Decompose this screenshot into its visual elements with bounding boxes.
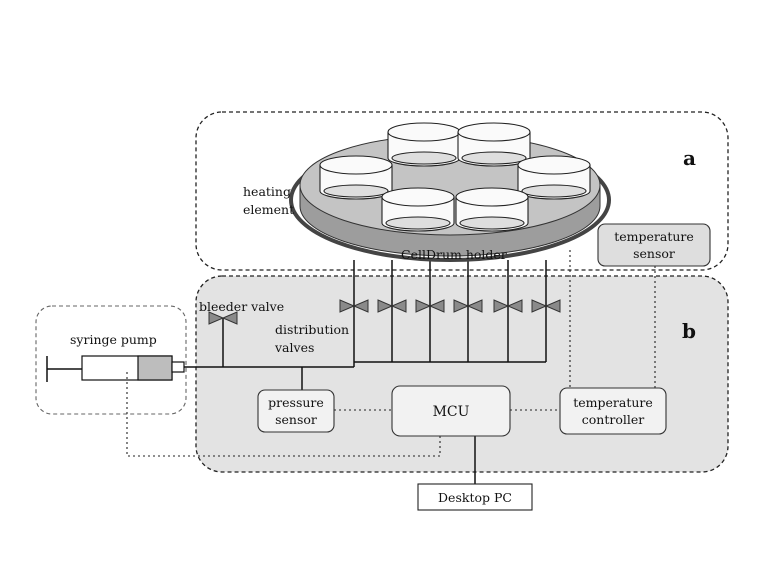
temperature-sensor-box xyxy=(597,223,711,267)
valve-3 xyxy=(415,299,445,313)
mcu-label: MCU xyxy=(433,404,470,420)
signal-lines xyxy=(126,250,656,457)
valve-4 xyxy=(453,299,483,313)
celldrum-4 xyxy=(517,155,591,200)
valve-1 xyxy=(339,299,369,313)
bleeder-valve-label: bleeder valve xyxy=(199,299,284,314)
celldrum-6 xyxy=(455,187,529,232)
temperature-controller-label-2: controller xyxy=(582,412,644,427)
pressure-sensor-label-2: sensor xyxy=(275,412,317,427)
distribution-valves-label-2: valves xyxy=(274,340,314,355)
celldrum-3 xyxy=(319,155,393,200)
valve-5 xyxy=(493,299,523,313)
celldrum-5 xyxy=(381,187,455,232)
celldrum-1 xyxy=(387,122,461,167)
distribution-valves xyxy=(339,299,561,313)
celldrum-2 xyxy=(457,122,531,167)
temperature-sensor-label: temperature xyxy=(614,229,694,244)
heating-element-label: heating xyxy=(243,184,291,199)
celldrum-cups xyxy=(319,122,591,232)
temperature-controller-box xyxy=(559,387,667,435)
pressure-sensor-box xyxy=(257,389,335,433)
valve-6 xyxy=(531,299,561,313)
mcu-box xyxy=(391,385,511,437)
desktop-pc-label: Desktop PC xyxy=(438,490,512,505)
bleeder-valve xyxy=(208,311,238,325)
syringe-pump-label: syringe pump xyxy=(70,332,157,347)
fluid-lines xyxy=(184,260,547,484)
panel-a-letter: a xyxy=(683,146,696,170)
syringe xyxy=(46,355,185,382)
distribution-valves-label: distribution xyxy=(275,322,349,337)
temperature-sensor-label-2: sensor xyxy=(633,246,675,261)
panel-b-letter: b xyxy=(682,319,696,343)
celldrum-holder-label: CellDrum holder xyxy=(401,247,507,262)
desktop-pc-box xyxy=(417,483,533,511)
pressure-sensor-label: pressure xyxy=(268,395,324,410)
temperature-controller-label: temperature xyxy=(573,395,653,410)
heating-element-label-2: element xyxy=(243,202,294,217)
valve-2 xyxy=(377,299,407,313)
